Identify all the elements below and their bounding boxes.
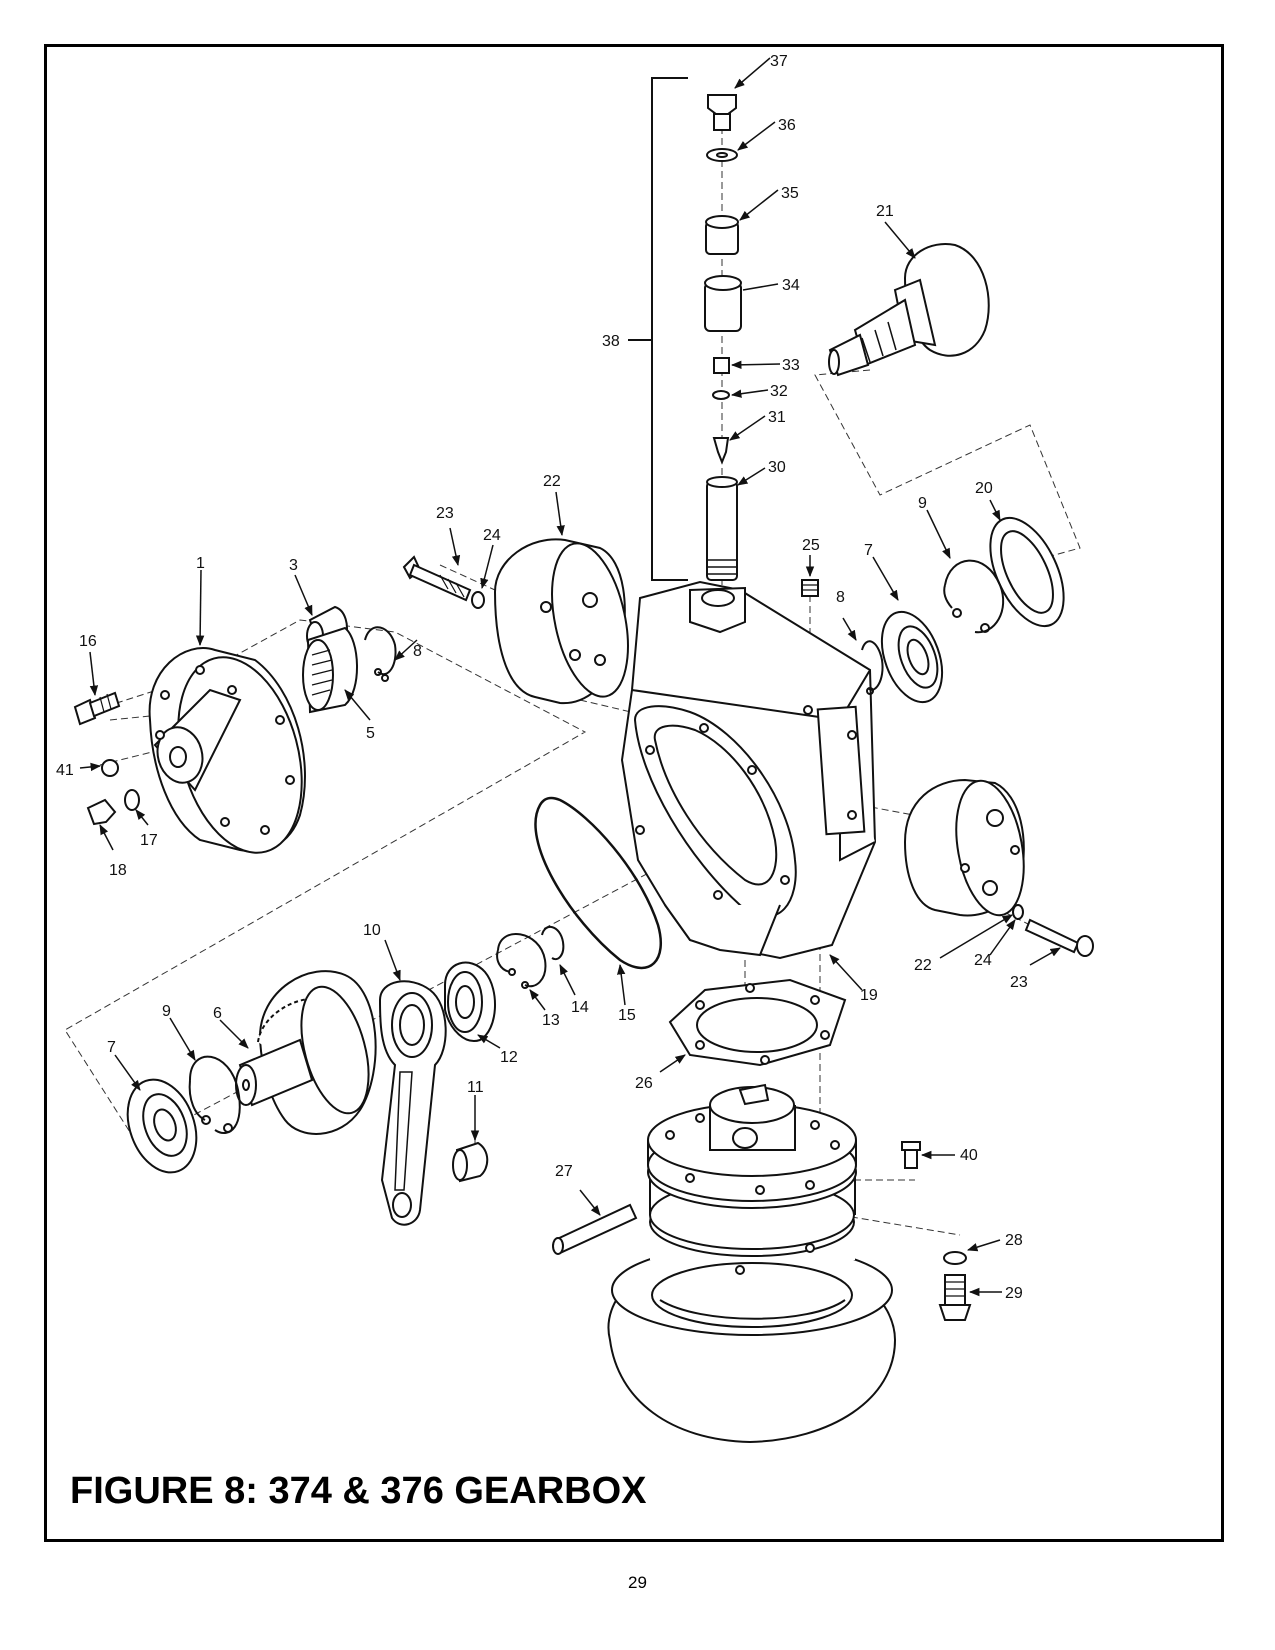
part-8-snap-ring-right bbox=[861, 640, 884, 695]
part-31-valve bbox=[712, 437, 730, 465]
label-part-34: 34 bbox=[782, 277, 800, 294]
label-part-10: 10 bbox=[363, 922, 381, 939]
figure-title: FIGURE 8: 374 & 376 GEARBOX bbox=[70, 1470, 647, 1512]
part-37-bolt-head bbox=[707, 94, 737, 115]
part-23-bolt-upper bbox=[402, 555, 485, 609]
part-19-gearbox-housing bbox=[620, 580, 877, 960]
label-part-23-upper: 23 bbox=[436, 505, 454, 522]
part-22-cover-right bbox=[903, 778, 1025, 917]
label-part-22-upper: 22 bbox=[543, 473, 561, 490]
part-10-connecting-rod bbox=[378, 980, 447, 1226]
part-41-plug bbox=[101, 759, 119, 777]
label-part-26: 26 bbox=[635, 1075, 653, 1092]
label-part-37: 37 bbox=[770, 53, 788, 70]
gearbox-exploded-diagram: 37 36 35 34 33 32 31 30 38 21 20 9 7 8 2… bbox=[56, 53, 1094, 1444]
part-20-seal bbox=[989, 516, 1065, 628]
label-part-12: 12 bbox=[500, 1049, 518, 1066]
label-part-9-right: 9 bbox=[918, 495, 927, 512]
part-12-bearing bbox=[444, 961, 496, 1042]
label-part-17: 17 bbox=[140, 832, 158, 849]
label-part-1: 1 bbox=[196, 555, 205, 572]
label-part-9-left: 9 bbox=[162, 1003, 171, 1020]
part-13-snap-ring bbox=[496, 933, 547, 989]
part-24-washer-right bbox=[1012, 904, 1024, 920]
part-37-bolt-shank bbox=[713, 113, 731, 131]
assembly-bracket bbox=[628, 77, 688, 581]
part-28-lock-washer bbox=[943, 1251, 967, 1265]
part-33-fitting bbox=[713, 357, 730, 374]
label-part-19: 19 bbox=[860, 987, 878, 1004]
label-part-24b: 24 bbox=[974, 952, 992, 969]
label-part-36: 36 bbox=[778, 117, 796, 134]
part-30-tube bbox=[706, 481, 738, 581]
output-spindle-assembly bbox=[607, 1083, 897, 1444]
label-part-27: 27 bbox=[555, 1163, 573, 1180]
label-part-38: 38 bbox=[602, 333, 620, 350]
part-29-screw bbox=[938, 1274, 972, 1321]
part-5-needle-bearing bbox=[302, 626, 358, 714]
part-6-gear-shaft bbox=[235, 970, 377, 1135]
label-part-23b: 23 bbox=[1010, 974, 1028, 991]
label-part-24-upper-text: 24 bbox=[483, 527, 501, 544]
label-part-16: 16 bbox=[79, 633, 97, 650]
figure-frame bbox=[44, 44, 1224, 1542]
part-8-snap-ring-left bbox=[364, 626, 397, 682]
page-number: 29 bbox=[628, 1573, 647, 1592]
label-part-3: 3 bbox=[289, 557, 298, 574]
label-part-28: 28 bbox=[1005, 1232, 1023, 1249]
label-part-32: 32 bbox=[770, 383, 788, 400]
part-24-washer-upper bbox=[471, 591, 485, 609]
label-part-11: 11 bbox=[467, 1079, 484, 1096]
label-part-13: 13 bbox=[542, 1012, 560, 1029]
part-22-cover-upper bbox=[493, 538, 629, 705]
label-part-30: 30 bbox=[768, 459, 786, 476]
label-part-18: 18 bbox=[109, 862, 127, 879]
part-labels: 37 36 35 34 33 32 31 30 38 21 20 9 7 8 2… bbox=[56, 53, 1023, 1249]
part-32-seal bbox=[712, 390, 730, 400]
part-26-gasket bbox=[668, 978, 847, 1067]
label-part-21: 21 bbox=[876, 203, 894, 220]
label-part-33: 33 bbox=[782, 357, 800, 374]
part-23-bolt-right bbox=[1012, 904, 1094, 957]
label-part-5: 5 bbox=[366, 725, 375, 742]
part-7-bearing-right bbox=[880, 610, 944, 704]
part-14-snap-ring bbox=[541, 926, 565, 961]
part-27-pin bbox=[552, 1203, 638, 1255]
label-part-22-right: 22 bbox=[914, 957, 932, 974]
label-part-6: 6 bbox=[213, 1005, 222, 1022]
label-part-8-right: 8 bbox=[836, 589, 845, 606]
label-part-40: 40 bbox=[960, 1147, 978, 1164]
leader-arrows bbox=[79, 57, 1061, 1297]
part-15-gasket bbox=[534, 796, 663, 970]
label-part-8-left: 8 bbox=[413, 643, 422, 660]
small-fasteners-left bbox=[73, 691, 140, 826]
part-9-snap-ring-right bbox=[943, 559, 1005, 634]
vertical-stack-parts bbox=[704, 94, 742, 581]
label-part-7-left: 7 bbox=[107, 1039, 116, 1056]
part-9-snap-ring-left bbox=[188, 1055, 241, 1135]
part-11-bushing bbox=[452, 1141, 489, 1183]
label-part-15: 15 bbox=[618, 1007, 636, 1024]
part-17-washer bbox=[124, 789, 140, 811]
label-part-41: 41 bbox=[56, 762, 74, 779]
label-part-35: 35 bbox=[781, 185, 799, 202]
label-part-7-right: 7 bbox=[864, 542, 873, 559]
part-40-screw bbox=[901, 1141, 921, 1169]
label-part-20: 20 bbox=[975, 480, 993, 497]
part-18-plug bbox=[86, 798, 117, 826]
label-part-25: 25 bbox=[802, 537, 820, 554]
label-part-29: 29 bbox=[1005, 1285, 1023, 1302]
part-1-flange bbox=[148, 647, 306, 854]
label-part-14: 14 bbox=[571, 999, 589, 1016]
part-25-plug bbox=[801, 579, 819, 597]
label-part-31: 31 bbox=[768, 409, 786, 426]
part-21-input-shaft bbox=[828, 243, 990, 377]
part-7-bearing-left bbox=[126, 1078, 198, 1174]
